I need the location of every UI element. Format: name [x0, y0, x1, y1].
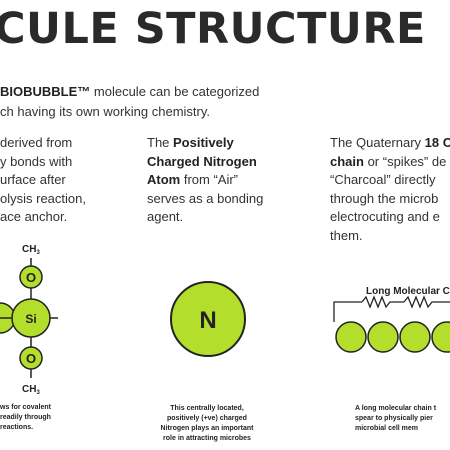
- silicon-label: Si: [25, 312, 36, 326]
- col3-line: “Charcoal” directly: [330, 172, 436, 188]
- col1-line: derived from: [0, 135, 73, 150]
- spring-icon: [361, 295, 404, 309]
- chain-bead: [367, 321, 399, 353]
- col2-bold: Charged Nitrogen: [147, 153, 257, 169]
- col2-bold: Positively: [173, 135, 234, 150]
- col1-line: olysis reaction,: [0, 190, 86, 206]
- chain-bead: [431, 321, 450, 353]
- caption-line: role in attracting microbes: [163, 435, 251, 442]
- oxygen-label-bottom: O: [26, 351, 36, 366]
- caption-chain: A long molecular chain t spear to physic…: [355, 404, 436, 434]
- caption-line: ws for covalent: [0, 404, 51, 411]
- caption-line: This centrally located,: [170, 405, 244, 412]
- chain-bracket: [333, 301, 362, 322]
- caption-line: spear to physically pier: [355, 415, 433, 422]
- caption-line: A long molecular chain t: [355, 405, 437, 412]
- nitrogen-molecule: N: [170, 281, 246, 357]
- intro-text: BIOBUBBLE™ molecule can be categorized c…: [0, 82, 259, 122]
- caption-line: positively (+ve) charged: [167, 415, 247, 422]
- col2-line: agent.: [147, 209, 184, 225]
- oxygen-atom-top: [19, 265, 43, 289]
- col3-line: through the microb: [330, 190, 439, 206]
- ch3-bottom-label: CH3: [22, 384, 40, 396]
- chain-bead: [335, 321, 367, 353]
- caption-nitrogen: This centrally located, positively (+ve)…: [152, 404, 262, 444]
- nitrogen-atom: [170, 281, 246, 357]
- col2-bold: Atom: [147, 172, 181, 188]
- brand-name: BIOBUBBLE™: [0, 84, 91, 99]
- col3-line: them.: [330, 227, 363, 243]
- caption-line: microbial cell mem: [355, 425, 419, 432]
- oxygen-atom-bottom: [19, 346, 43, 370]
- column-silane-description: derived from y bonds with urface after o…: [0, 134, 86, 227]
- carbon-chain-molecule: Long Molecular C: [333, 286, 450, 353]
- nitrogen-label: N: [199, 307, 216, 334]
- spring-icon-2: [403, 295, 450, 309]
- col3-line: electrocuting and e: [330, 209, 440, 225]
- oxygen-label-top: O: [26, 270, 36, 285]
- col1-line: y bonds with: [0, 153, 73, 169]
- col3-bold: 18 C: [424, 135, 450, 150]
- silane-molecule: CH3 O Si O CH3: [0, 244, 58, 396]
- chain-bead: [399, 321, 431, 353]
- intro-line2: ch having its own working chemistry.: [0, 104, 211, 119]
- intro-line1: molecule can be categorized: [90, 84, 260, 99]
- col3-text: or “spikes” de: [363, 153, 447, 169]
- col2-text: The: [147, 135, 174, 150]
- caption-line: reactions.: [0, 424, 34, 431]
- col2-text: from “Air”: [180, 172, 238, 188]
- ch3-top-label: CH3: [22, 244, 40, 256]
- col3-text: The Quaternary: [330, 135, 425, 150]
- caption-line: Nitrogen plays an important: [160, 425, 254, 432]
- caption-silane: ws for covalent readily through reaction…: [0, 403, 51, 433]
- col2-line: serves as a bonding: [147, 190, 264, 206]
- column-nitrogen-description: The Positively Charged Nitrogen Atom fro…: [147, 134, 263, 227]
- col3-bold: chain: [330, 153, 364, 169]
- col1-line: urface after: [0, 172, 66, 188]
- chain-label: Long Molecular C: [366, 286, 450, 297]
- column-chain-description: The Quaternary 18 C chain or “spikes” de…: [330, 134, 450, 246]
- page-title: CULE STRUCTURE: [0, 4, 426, 54]
- caption-line: readily through: [0, 414, 51, 421]
- col1-line: ace anchor.: [0, 209, 68, 225]
